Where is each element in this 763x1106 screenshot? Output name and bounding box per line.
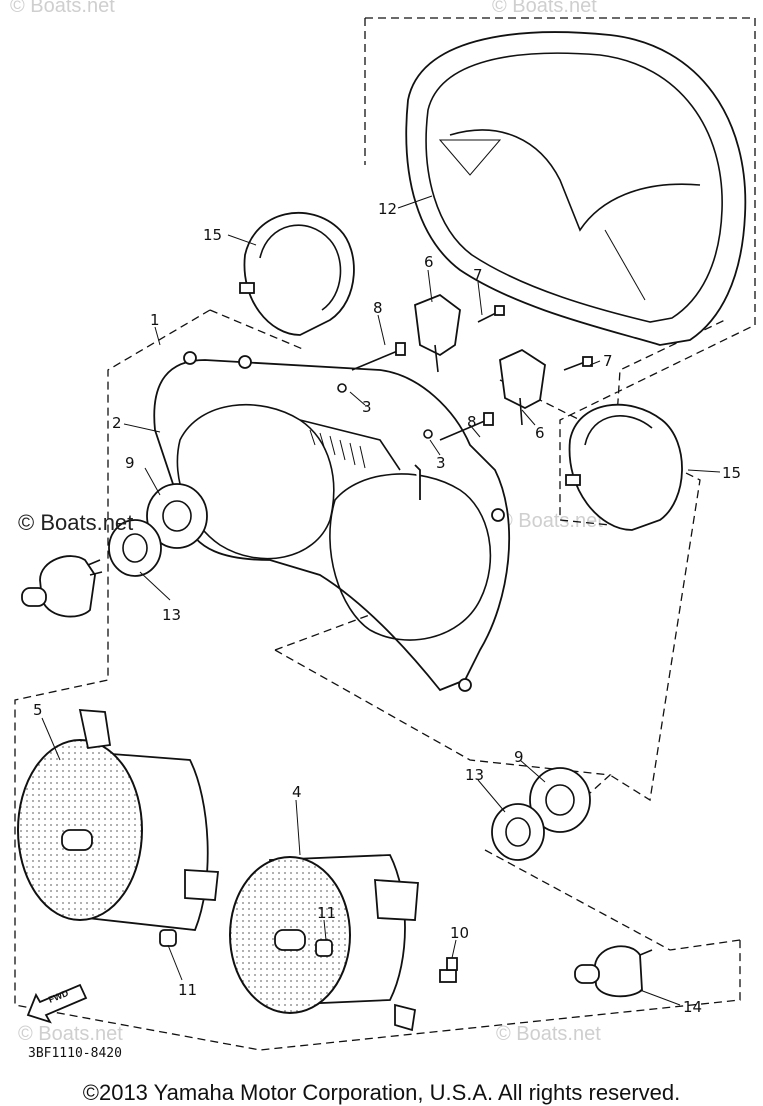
callout-12: 12 <box>378 200 397 218</box>
clip-left <box>159 929 177 947</box>
socket-ring-left <box>108 519 162 577</box>
cowl-visor <box>405 31 747 346</box>
bulb-left <box>21 555 103 618</box>
watermark-bottom-right: © Boats.net <box>496 1023 601 1045</box>
adjuster-bracket-upper <box>414 293 461 373</box>
position-bulb <box>439 957 458 983</box>
callout-3-lower: 3 <box>436 454 446 472</box>
clip-right <box>315 939 333 957</box>
part-code: 3BF1110-8420 <box>28 1046 122 1060</box>
callout-4: 4 <box>292 783 302 801</box>
callout-14: 14 <box>683 998 702 1016</box>
callout-10: 10 <box>450 924 469 942</box>
callout-7-lower: 7 <box>603 352 613 370</box>
callout-15-left: 15 <box>203 226 222 244</box>
socket-cover-right <box>529 767 591 833</box>
adjuster-bracket-lower <box>499 348 546 426</box>
callout-5: 5 <box>33 701 43 719</box>
headlight-unit-right <box>229 854 419 1032</box>
callout-8-lower: 8 <box>467 413 477 431</box>
callout-13-right: 13 <box>465 766 484 784</box>
callout-7-upper: 7 <box>473 266 483 284</box>
adjuster-bolt-lower <box>439 412 494 441</box>
bulb-shield-right <box>565 403 683 531</box>
callout-6-upper: 6 <box>424 253 434 271</box>
headlight-unit-left <box>17 709 219 931</box>
callout-6-lower: 6 <box>535 424 545 442</box>
callout-11-left: 11 <box>178 981 197 999</box>
callout-9-right: 9 <box>514 748 524 766</box>
socket-cover-left <box>146 483 208 549</box>
callout-11-right: 11 <box>317 904 336 922</box>
bulb-right <box>574 945 653 998</box>
watermark-top-left: © Boats.net <box>10 0 115 17</box>
watermark-boats-net: © Boats.net <box>18 510 133 535</box>
headlight-exploded-diagram: © Boats.net © Boats.net © Boats.net © Bo… <box>10 0 756 1060</box>
leader-lines <box>41 195 721 1006</box>
socket-ring-right <box>491 803 545 861</box>
callout-2: 2 <box>112 414 122 432</box>
callout-8-upper: 8 <box>373 299 383 317</box>
headlight-housing <box>153 351 510 692</box>
screw-lower <box>563 356 593 371</box>
o-ring-upper <box>337 383 347 393</box>
adjuster-bolt-upper <box>351 342 406 371</box>
callout-3-upper: 3 <box>362 398 372 416</box>
o-ring-lower <box>423 429 433 439</box>
screw-upper <box>477 305 505 323</box>
bulb-shield-left <box>239 211 355 336</box>
callout-15-right: 15 <box>722 464 741 482</box>
copyright-notice: ©2013 Yamaha Motor Corporation, U.S.A. A… <box>82 1080 681 1105</box>
watermark-mid-right: © Boats.net <box>498 510 603 532</box>
watermark-top-right: © Boats.net <box>492 0 597 17</box>
callout-13-left: 13 <box>162 606 181 624</box>
callout-1: 1 <box>150 311 160 329</box>
callout-9-left: 9 <box>125 454 135 472</box>
watermark-bottom-left: © Boats.net <box>18 1023 123 1045</box>
